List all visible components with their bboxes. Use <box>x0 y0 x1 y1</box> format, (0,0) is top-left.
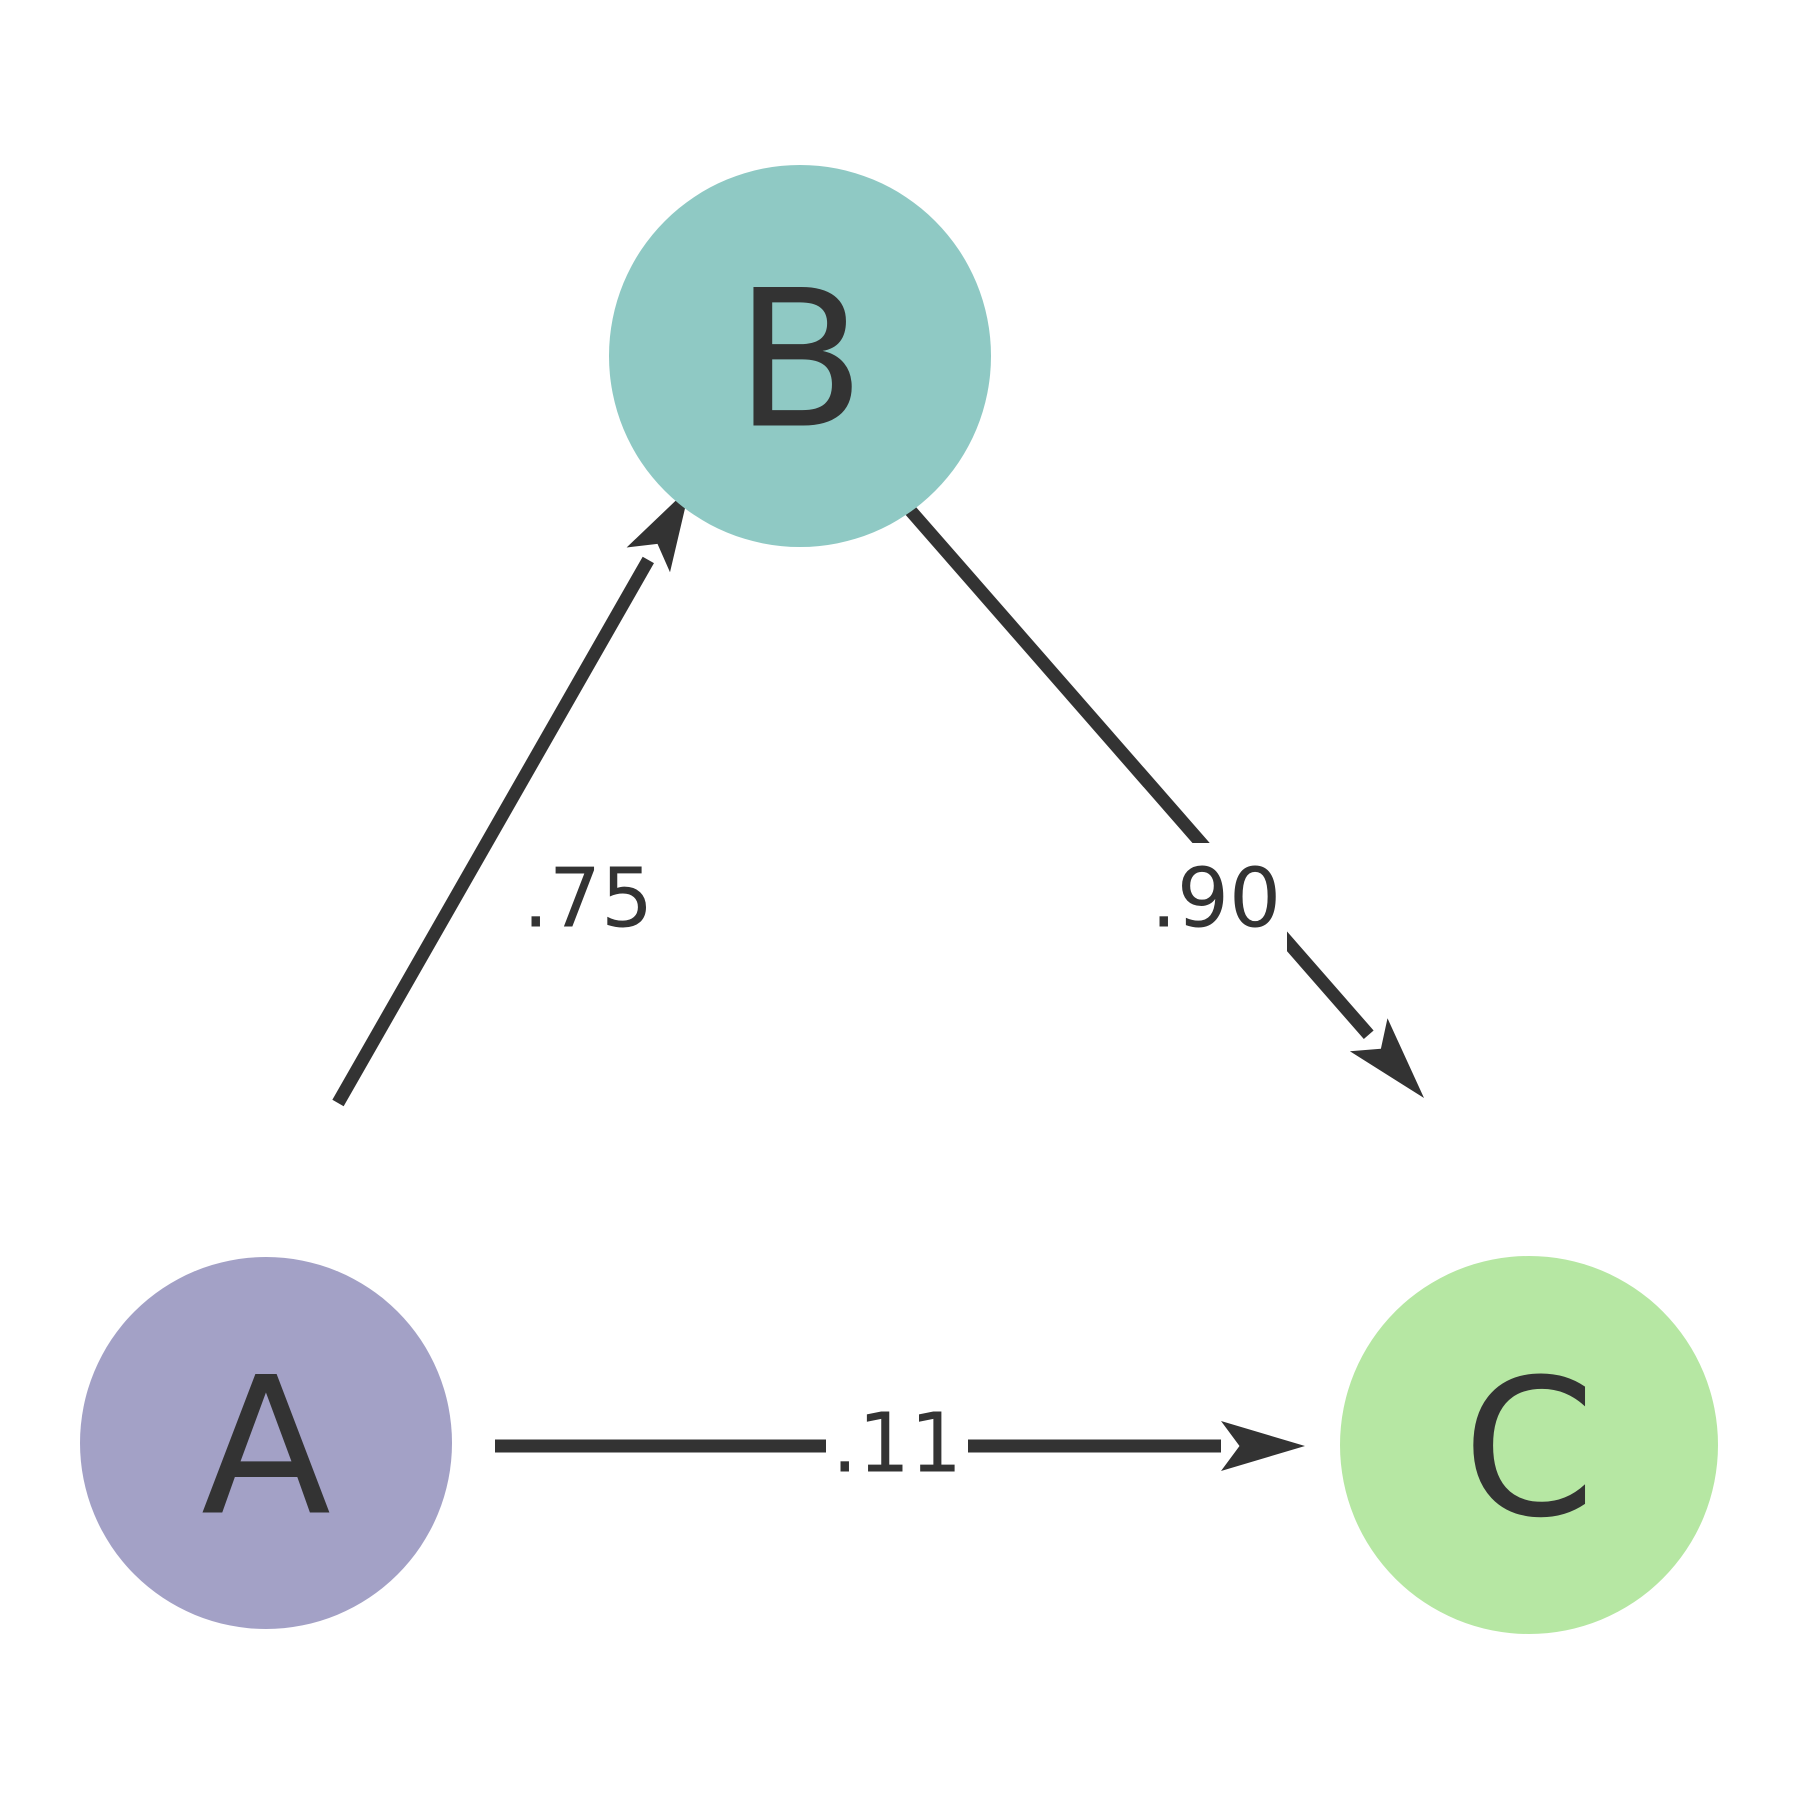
edge-a-c-label-mask <box>826 1388 968 1500</box>
edge-b-c-weight-label: .90 <box>1151 852 1281 947</box>
node-c[interactable]: C <box>1340 1256 1718 1634</box>
edge-b-c[interactable]: .90 <box>877 473 1424 1098</box>
edge-b-c-label-mask <box>1145 843 1287 955</box>
edge-a-b-weight-label: .75 <box>523 852 653 947</box>
edge-b-c-line <box>877 473 1374 1040</box>
edge-b-c-arrowhead <box>1349 1018 1424 1098</box>
node-b-circle[interactable] <box>609 165 991 547</box>
edge-a-b[interactable]: .75 <box>332 487 690 1107</box>
edge-a-c-arrowhead <box>1221 1421 1305 1471</box>
node-a[interactable]: A <box>80 1257 452 1629</box>
edge-a-b-label-mask <box>517 843 659 955</box>
edge-a-b-line <box>332 556 654 1107</box>
node-a-label: A <box>201 1337 331 1558</box>
edge-layer: .75 .90 .11 <box>332 473 1424 1500</box>
node-c-label: C <box>1463 1339 1596 1560</box>
edge-a-c[interactable]: .11 <box>495 1388 1305 1500</box>
node-c-circle[interactable] <box>1340 1256 1718 1634</box>
edge-a-b-arrowhead <box>626 487 690 573</box>
node-b[interactable]: B <box>609 165 991 547</box>
node-layer: A B C <box>80 165 1718 1634</box>
node-a-circle[interactable] <box>80 1257 452 1629</box>
node-b-label: B <box>735 250 865 471</box>
edge-a-c-weight-label: .11 <box>832 1397 962 1492</box>
